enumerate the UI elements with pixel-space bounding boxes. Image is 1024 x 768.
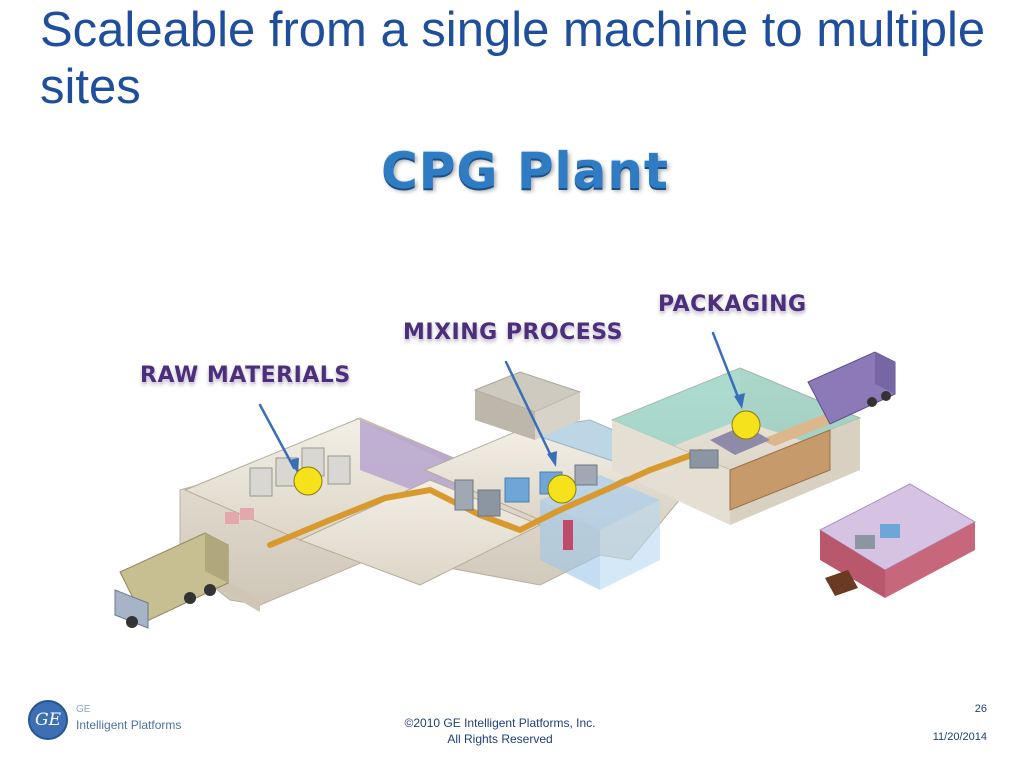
copyright: ©2010 GE Intelligent Platforms, Inc. All…	[380, 715, 620, 747]
slide-title: Scaleable from a single machine to multi…	[40, 3, 986, 114]
packaging-label: PACKAGING	[658, 292, 807, 317]
raw-materials-arrow	[258, 403, 296, 470]
mixing-process-label: MIXING PROCESS	[403, 320, 623, 345]
mixing-equipment	[454, 464, 598, 550]
raw-materials-marker	[293, 466, 323, 496]
inbound-truck	[114, 532, 229, 629]
remote-site-building	[818, 483, 977, 598]
copyright-line-1: ©2010 GE Intelligent Platforms, Inc.	[404, 716, 596, 730]
copyright-line-2: All Rights Reserved	[447, 732, 553, 746]
slide-date: 11/20/2014	[932, 731, 987, 743]
packaging-arrow	[711, 331, 742, 404]
ge-logo: GE GE Intelligent Platforms	[28, 700, 188, 744]
outbound-truck	[807, 351, 896, 425]
ge-monogram-icon: GE	[28, 700, 68, 740]
packaging-marker	[731, 410, 761, 440]
callout-arrows	[258, 331, 745, 474]
logo-company-name: Intelligent Platforms	[76, 718, 182, 732]
mixing-process-arrow	[504, 360, 555, 462]
diagram-title: CPG Plant	[381, 142, 669, 200]
raw-materials-label: RAW MATERIALS	[140, 363, 351, 388]
logo-ge-text: GE	[76, 704, 91, 715]
conveyor-line	[267, 449, 703, 548]
packaging-boxes	[689, 412, 845, 511]
page-number: 26	[974, 703, 987, 715]
mixing-process-marker	[547, 474, 577, 504]
